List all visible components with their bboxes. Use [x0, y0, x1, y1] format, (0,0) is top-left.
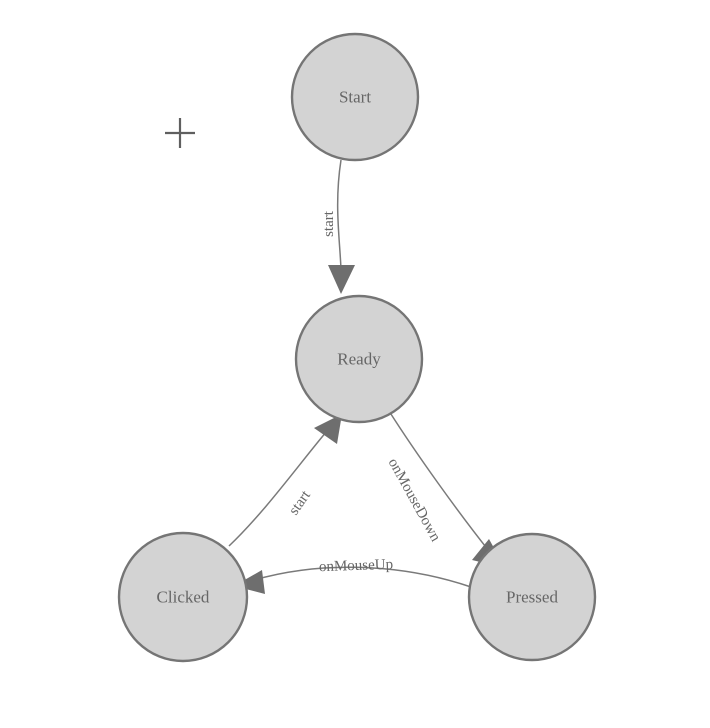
state-node-ready[interactable]: Ready: [294, 294, 424, 424]
state-node-label: Pressed: [506, 588, 558, 607]
state-node-start[interactable]: Start: [290, 32, 420, 162]
edge-arrowhead: [314, 414, 342, 444]
state-node-circle[interactable]: [117, 531, 249, 663]
state-node-circle[interactable]: [294, 294, 424, 424]
edge-line: [336, 159, 342, 271]
edge-label-start: start: [321, 210, 337, 237]
state-node-label: Ready: [337, 350, 381, 369]
edge-line: [253, 566, 472, 588]
edge-label-onmouseup: onMouseUp: [319, 557, 394, 576]
edge-line: [228, 430, 328, 547]
edge-ready-to-pressed[interactable]: onMouseDown: [385, 410, 505, 568]
edge-label-start-return: start: [286, 487, 314, 518]
state-node-circle[interactable]: [290, 32, 420, 162]
edge-pressed-to-clicked[interactable]: onMouseUp: [234, 557, 472, 594]
edge-arrowhead: [328, 265, 355, 294]
state-node-pressed[interactable]: Pressed: [467, 532, 597, 662]
edge-start-to-ready[interactable]: start: [321, 159, 355, 294]
state-node-clicked[interactable]: Clicked: [117, 531, 249, 663]
edge-label-onmousedown: onMouseDown: [385, 456, 444, 545]
state-node-circle[interactable]: [467, 532, 597, 662]
state-node-label: Start: [339, 88, 371, 107]
edge-line: [388, 410, 490, 552]
crosshair-marker: [165, 118, 195, 148]
state-node-label: Clicked: [157, 588, 210, 607]
edge-clicked-to-ready[interactable]: start: [228, 414, 342, 547]
